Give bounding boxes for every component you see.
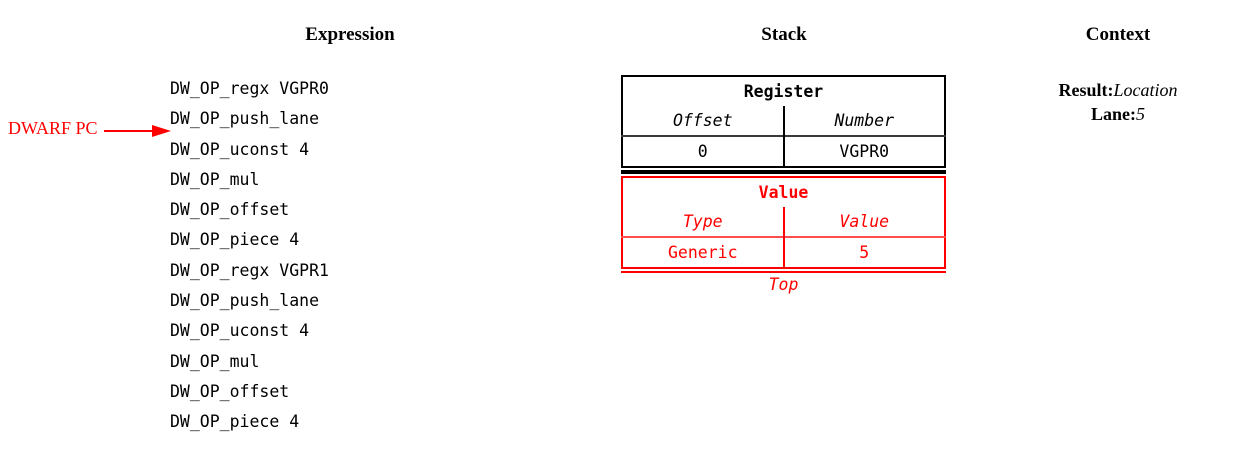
column-header-offset: Offset xyxy=(622,106,785,136)
context-key: Result: xyxy=(1058,80,1114,100)
context-value: 5 xyxy=(1136,104,1145,124)
column-header-type: Type xyxy=(622,207,785,237)
table-row: Generic 5 xyxy=(622,236,945,268)
column-heading-expression: Expression xyxy=(305,24,395,45)
context-list: Result:Location Lane:5 xyxy=(1008,78,1228,126)
table-row: Value xyxy=(622,177,945,207)
context-key: Lane: xyxy=(1091,104,1136,124)
stack-entry-separator xyxy=(621,170,946,174)
table-row: Offset Number xyxy=(622,106,945,136)
expression-opcode-list: DW_OP_regx VGPR0 DW_OP_push_lane DW_OP_u… xyxy=(170,74,590,438)
context-item-lane: Lane:5 xyxy=(1008,102,1228,126)
expression-line: DW_OP_offset xyxy=(170,200,290,220)
cell-type-value: Generic xyxy=(622,236,785,268)
cell-value-value: 5 xyxy=(783,236,945,268)
stack-area: Register Offset Number 0 VGPR0 Value Typ… xyxy=(621,75,946,297)
expression-line: DW_OP_push_lane xyxy=(170,109,320,129)
expression-line: DW_OP_piece 4 xyxy=(170,412,300,432)
expression-line: DW_OP_uconst 4 xyxy=(170,139,310,159)
expression-line: DW_OP_mul xyxy=(170,169,260,189)
dwarf-pc-pointer: DWARF PC xyxy=(8,118,178,144)
expression-line: DW_OP_offset xyxy=(170,381,290,401)
column-heading-stack: Stack xyxy=(761,24,807,45)
column-header-number: Number xyxy=(834,111,895,130)
table-row: 0 VGPR0 xyxy=(622,135,945,167)
stack-entry-value: Value Type Value Generic 5 xyxy=(621,176,946,269)
table-row: Register xyxy=(622,76,945,106)
right-arrow-icon xyxy=(104,123,172,144)
context-item-result: Result:Location xyxy=(1008,78,1228,102)
dwarf-pc-label: DWARF PC xyxy=(8,118,98,138)
expression-line: DW_OP_push_lane xyxy=(170,291,320,311)
stack-top-rule xyxy=(621,271,946,273)
stack-entry-title: Value xyxy=(758,183,809,202)
stack-top-label: Top xyxy=(768,275,799,294)
cell-number-value: VGPR0 xyxy=(783,135,945,167)
expression-line: DW_OP_regx VGPR0 xyxy=(170,79,329,98)
cell-offset-value: 0 xyxy=(622,135,785,167)
expression-line: DW_OP_uconst 4 xyxy=(170,321,310,341)
column-header-value: Value xyxy=(839,212,890,231)
expression-line: DW_OP_regx VGPR1 xyxy=(170,260,329,280)
stack-entry-title: Register xyxy=(743,82,824,101)
stack-entry-register: Register Offset Number 0 VGPR0 xyxy=(621,75,946,168)
expression-line: DW_OP_piece 4 xyxy=(170,230,300,250)
column-heading-context: Context xyxy=(1085,24,1151,45)
table-row: Type Value xyxy=(622,207,945,237)
context-value: Location xyxy=(1113,80,1178,100)
expression-line: DW_OP_mul xyxy=(170,351,260,371)
